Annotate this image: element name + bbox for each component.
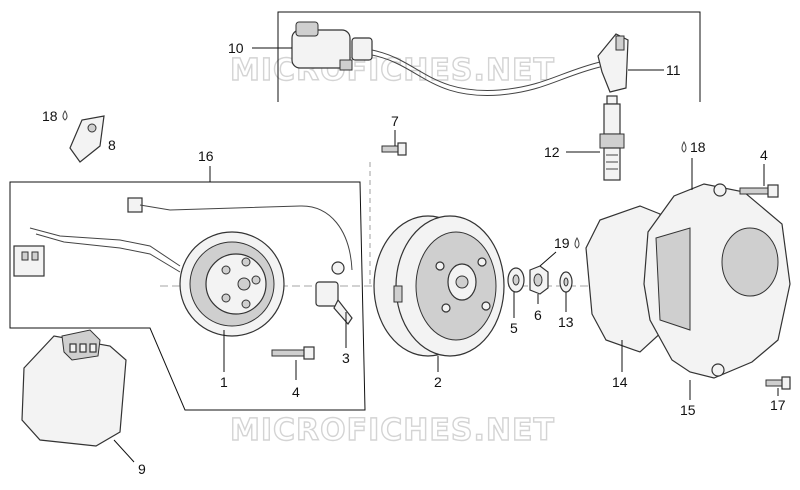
- bolt-7: [381, 142, 407, 156]
- callout-17: 17: [770, 397, 786, 413]
- callout-1: 1: [220, 374, 228, 390]
- callout-8: 8: [108, 137, 116, 153]
- leader-19: [539, 251, 557, 267]
- washer-5: [507, 267, 525, 293]
- ignition-coil: [291, 21, 601, 96]
- drop-icon: [62, 110, 68, 121]
- stator: [179, 231, 285, 337]
- callout-18-left: 18: [42, 108, 58, 124]
- drop-icon: [681, 140, 687, 153]
- callout-19: 19: [554, 235, 570, 251]
- spark-plug-cap: [597, 33, 629, 93]
- callout-4-upper: 4: [760, 147, 768, 163]
- callout-9: 9: [138, 461, 146, 477]
- callout-14: 14: [612, 374, 628, 390]
- bolt-4-upper: [739, 184, 779, 198]
- washer-13: [559, 271, 573, 293]
- callout-13: 13: [558, 314, 574, 330]
- voltage-regulator: [21, 329, 127, 447]
- flywheel: [373, 215, 505, 357]
- callout-6: 6: [534, 307, 542, 323]
- callout-15: 15: [680, 402, 696, 418]
- generator-cover: [643, 183, 791, 379]
- grommet: [69, 115, 105, 163]
- pickup-sensor: [315, 261, 353, 325]
- callout-10: 10: [228, 40, 244, 56]
- callout-12: 12: [544, 144, 560, 160]
- watermark-bottom: MICROFICHES.NET: [230, 413, 555, 448]
- bolt-17: [765, 376, 791, 390]
- grommet-hole: [87, 123, 97, 133]
- nut-6: [529, 265, 549, 295]
- callout-5: 5: [510, 320, 518, 336]
- frame-stator-group: [9, 181, 366, 411]
- callout-4-lower: 4: [292, 384, 300, 400]
- callout-3: 3: [342, 350, 350, 366]
- spark-plug: [599, 95, 625, 181]
- callout-16: 16: [198, 148, 214, 164]
- watermark-top: MICROFICHES.NET: [230, 53, 555, 88]
- bolt-4-lower: [271, 346, 315, 360]
- bracket-coil-group: [277, 11, 701, 102]
- leader-9: [113, 439, 135, 463]
- callout-11: 11: [666, 62, 681, 78]
- drop-icon: [574, 236, 580, 249]
- callout-2: 2: [434, 374, 442, 390]
- callout-18-right: 18: [690, 139, 706, 155]
- stator-wiring: [13, 197, 353, 277]
- callout-7: 7: [391, 113, 399, 129]
